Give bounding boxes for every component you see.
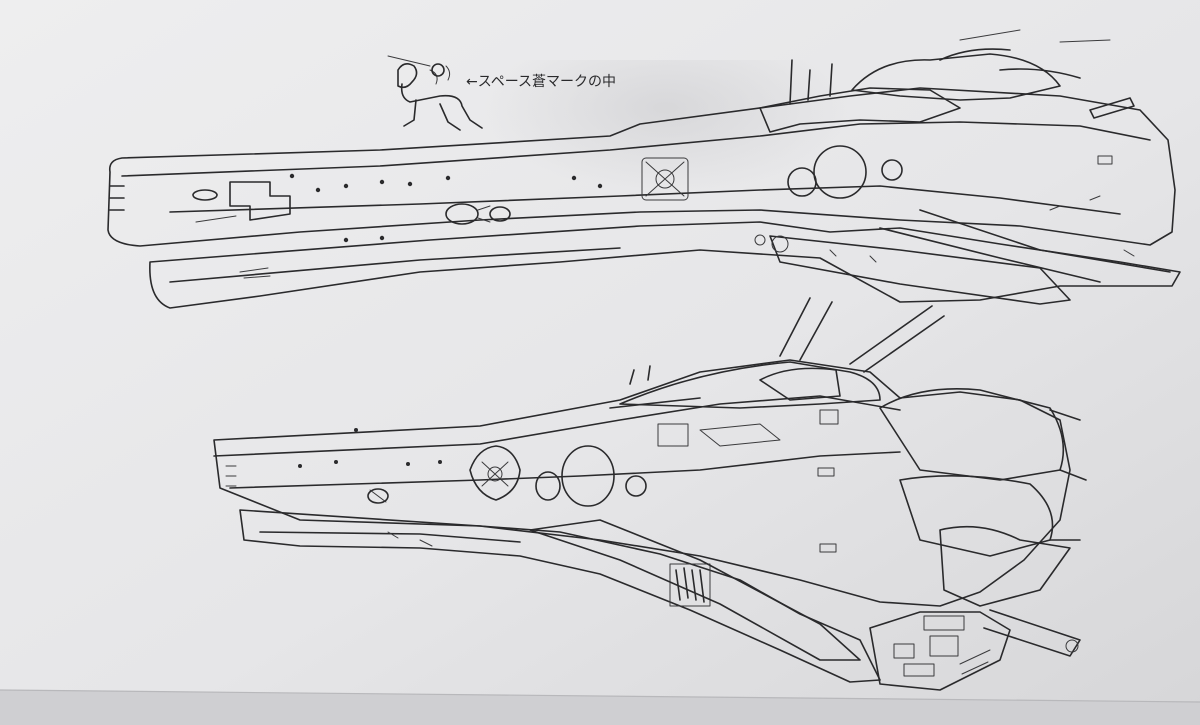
paper-fold-edge xyxy=(0,690,1200,725)
hull-rivets xyxy=(289,173,603,243)
upper-ship-drawing xyxy=(107,29,1181,309)
annotation-text: ←スペース蒼マークの中 xyxy=(466,74,616,90)
hull-emblem-upper xyxy=(641,157,689,201)
hull-emblem-lower xyxy=(469,445,521,501)
paper-smudge xyxy=(380,60,900,300)
rider-sketch xyxy=(387,55,483,131)
lower-ship-drawing xyxy=(213,297,1087,691)
